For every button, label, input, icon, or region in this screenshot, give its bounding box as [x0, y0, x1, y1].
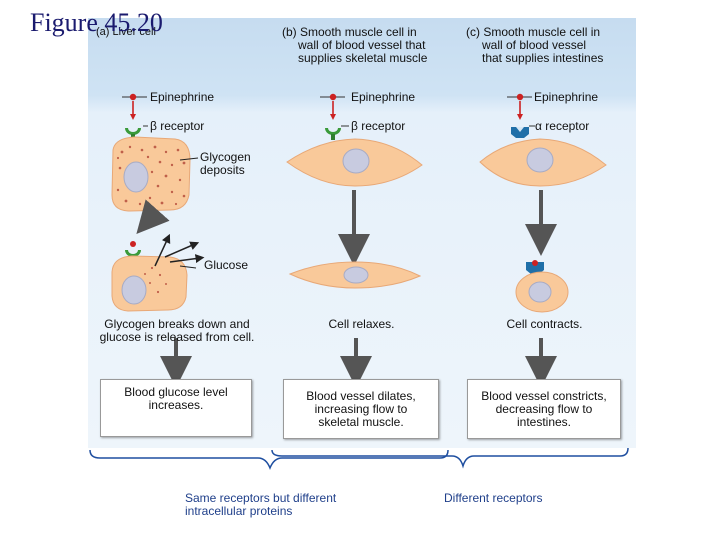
- panel-a-glycogen-label: Glycogen deposits: [200, 151, 251, 177]
- panel-c-receptor-label: α receptor: [535, 119, 590, 133]
- panel-b-beta-receptor-icon: [325, 125, 349, 140]
- panel-a-glycogen-line-2: deposits: [200, 163, 245, 177]
- panel-c-header: (c) Smooth muscle cell in wall of blood …: [466, 26, 603, 65]
- panel-b-outcome-text: Cell relaxes.: [328, 317, 395, 331]
- panel-a-response-box: Blood glucose level increases.: [100, 379, 252, 437]
- panel-c-hormone-label: Epinephrine: [534, 90, 599, 104]
- panel-b-header-line-2: wall of blood vessel that: [298, 38, 426, 52]
- panel-c-contracted-cell: [515, 260, 569, 313]
- panel-b-smooth-muscle-cell: [286, 138, 423, 187]
- panel-c-response-line-2: decreasing flow to: [495, 401, 593, 416]
- panel-c-response-line-1: Blood vessel constricts,: [481, 388, 607, 403]
- panel-a-header: (a) Liver cell: [96, 26, 156, 38]
- panel-c-response-box: Blood vessel constricts, decreasing flow…: [467, 379, 621, 439]
- panel-a-process-arrow-1: [136, 199, 170, 234]
- panel-b-header-line-3: supplies skeletal muscle: [298, 51, 428, 65]
- panel-a-liver-cell-with-glycogen: [111, 136, 199, 212]
- brace-different-receptors: [271, 447, 629, 469]
- different-receptors-caption: Different receptors: [444, 491, 543, 505]
- panel-a-glucose-label: Glucose: [204, 258, 249, 272]
- panel-c-outcome-text: Cell contracts.: [506, 317, 583, 331]
- panel-b-response-line-2: increasing flow to: [314, 401, 408, 416]
- panel-a-outcome-text: Glycogen breaks down and glucose is rele…: [86, 318, 268, 344]
- panel-a-receptor-label: β receptor: [150, 119, 205, 133]
- panel-a-response-line-2: increases.: [148, 398, 204, 412]
- same-receptors-caption: Same receptors but different intracellul…: [185, 492, 336, 518]
- same-receptors-line-1: Same receptors but different: [185, 491, 337, 505]
- same-receptors-line-2: intracellular proteins: [185, 504, 293, 518]
- panel-a-second-receptor-icon: [125, 241, 141, 257]
- panel-b-header: (b) Smooth muscle cell in wall of blood …: [282, 26, 427, 65]
- panel-b-response-line-3: skeletal muscle.: [318, 414, 404, 429]
- panel-c-response-line-3: intestines.: [516, 414, 572, 429]
- panel-c-header-line-2: wall of blood vessel: [482, 38, 587, 52]
- panel-b-response-box: Blood vessel dilates, increasing flow to…: [283, 379, 439, 439]
- panel-b-hormone-label: Epinephrine: [351, 90, 416, 104]
- panel-a-response-line-1: Blood glucose level: [124, 385, 228, 399]
- panel-a-outcome-line-2: glucose is released from cell.: [99, 330, 255, 344]
- panel-b-epinephrine-icon: [320, 93, 345, 120]
- panel-a-liver-cell-releasing-glucose: [111, 233, 205, 312]
- panel-b-response-line-1: Blood vessel dilates,: [306, 388, 416, 403]
- figure-title: Figure 45.20: [30, 8, 163, 37]
- panel-c-header-line-1: (c) Smooth muscle cell in: [466, 25, 601, 39]
- brace-same-receptors: [89, 449, 449, 471]
- panel-c-header-line-3: that supplies intestines: [482, 51, 604, 65]
- panel-b-header-line-1: (b) Smooth muscle cell in: [282, 25, 417, 39]
- panel-b-receptor-label: β receptor: [351, 119, 406, 133]
- panel-c-alpha-receptor-icon: [511, 125, 535, 138]
- panel-a-glycogen-line-1: Glycogen: [200, 150, 251, 164]
- panel-a-epinephrine-icon: [122, 93, 147, 120]
- panel-a-hormone-label: Epinephrine: [150, 90, 215, 104]
- panel-b-relaxed-cell: [288, 261, 422, 289]
- panel-a-outcome-line-1: Glycogen breaks down and: [104, 317, 250, 331]
- panel-c-smooth-muscle-cell: [479, 138, 607, 187]
- panel-c-epinephrine-icon: [507, 93, 532, 120]
